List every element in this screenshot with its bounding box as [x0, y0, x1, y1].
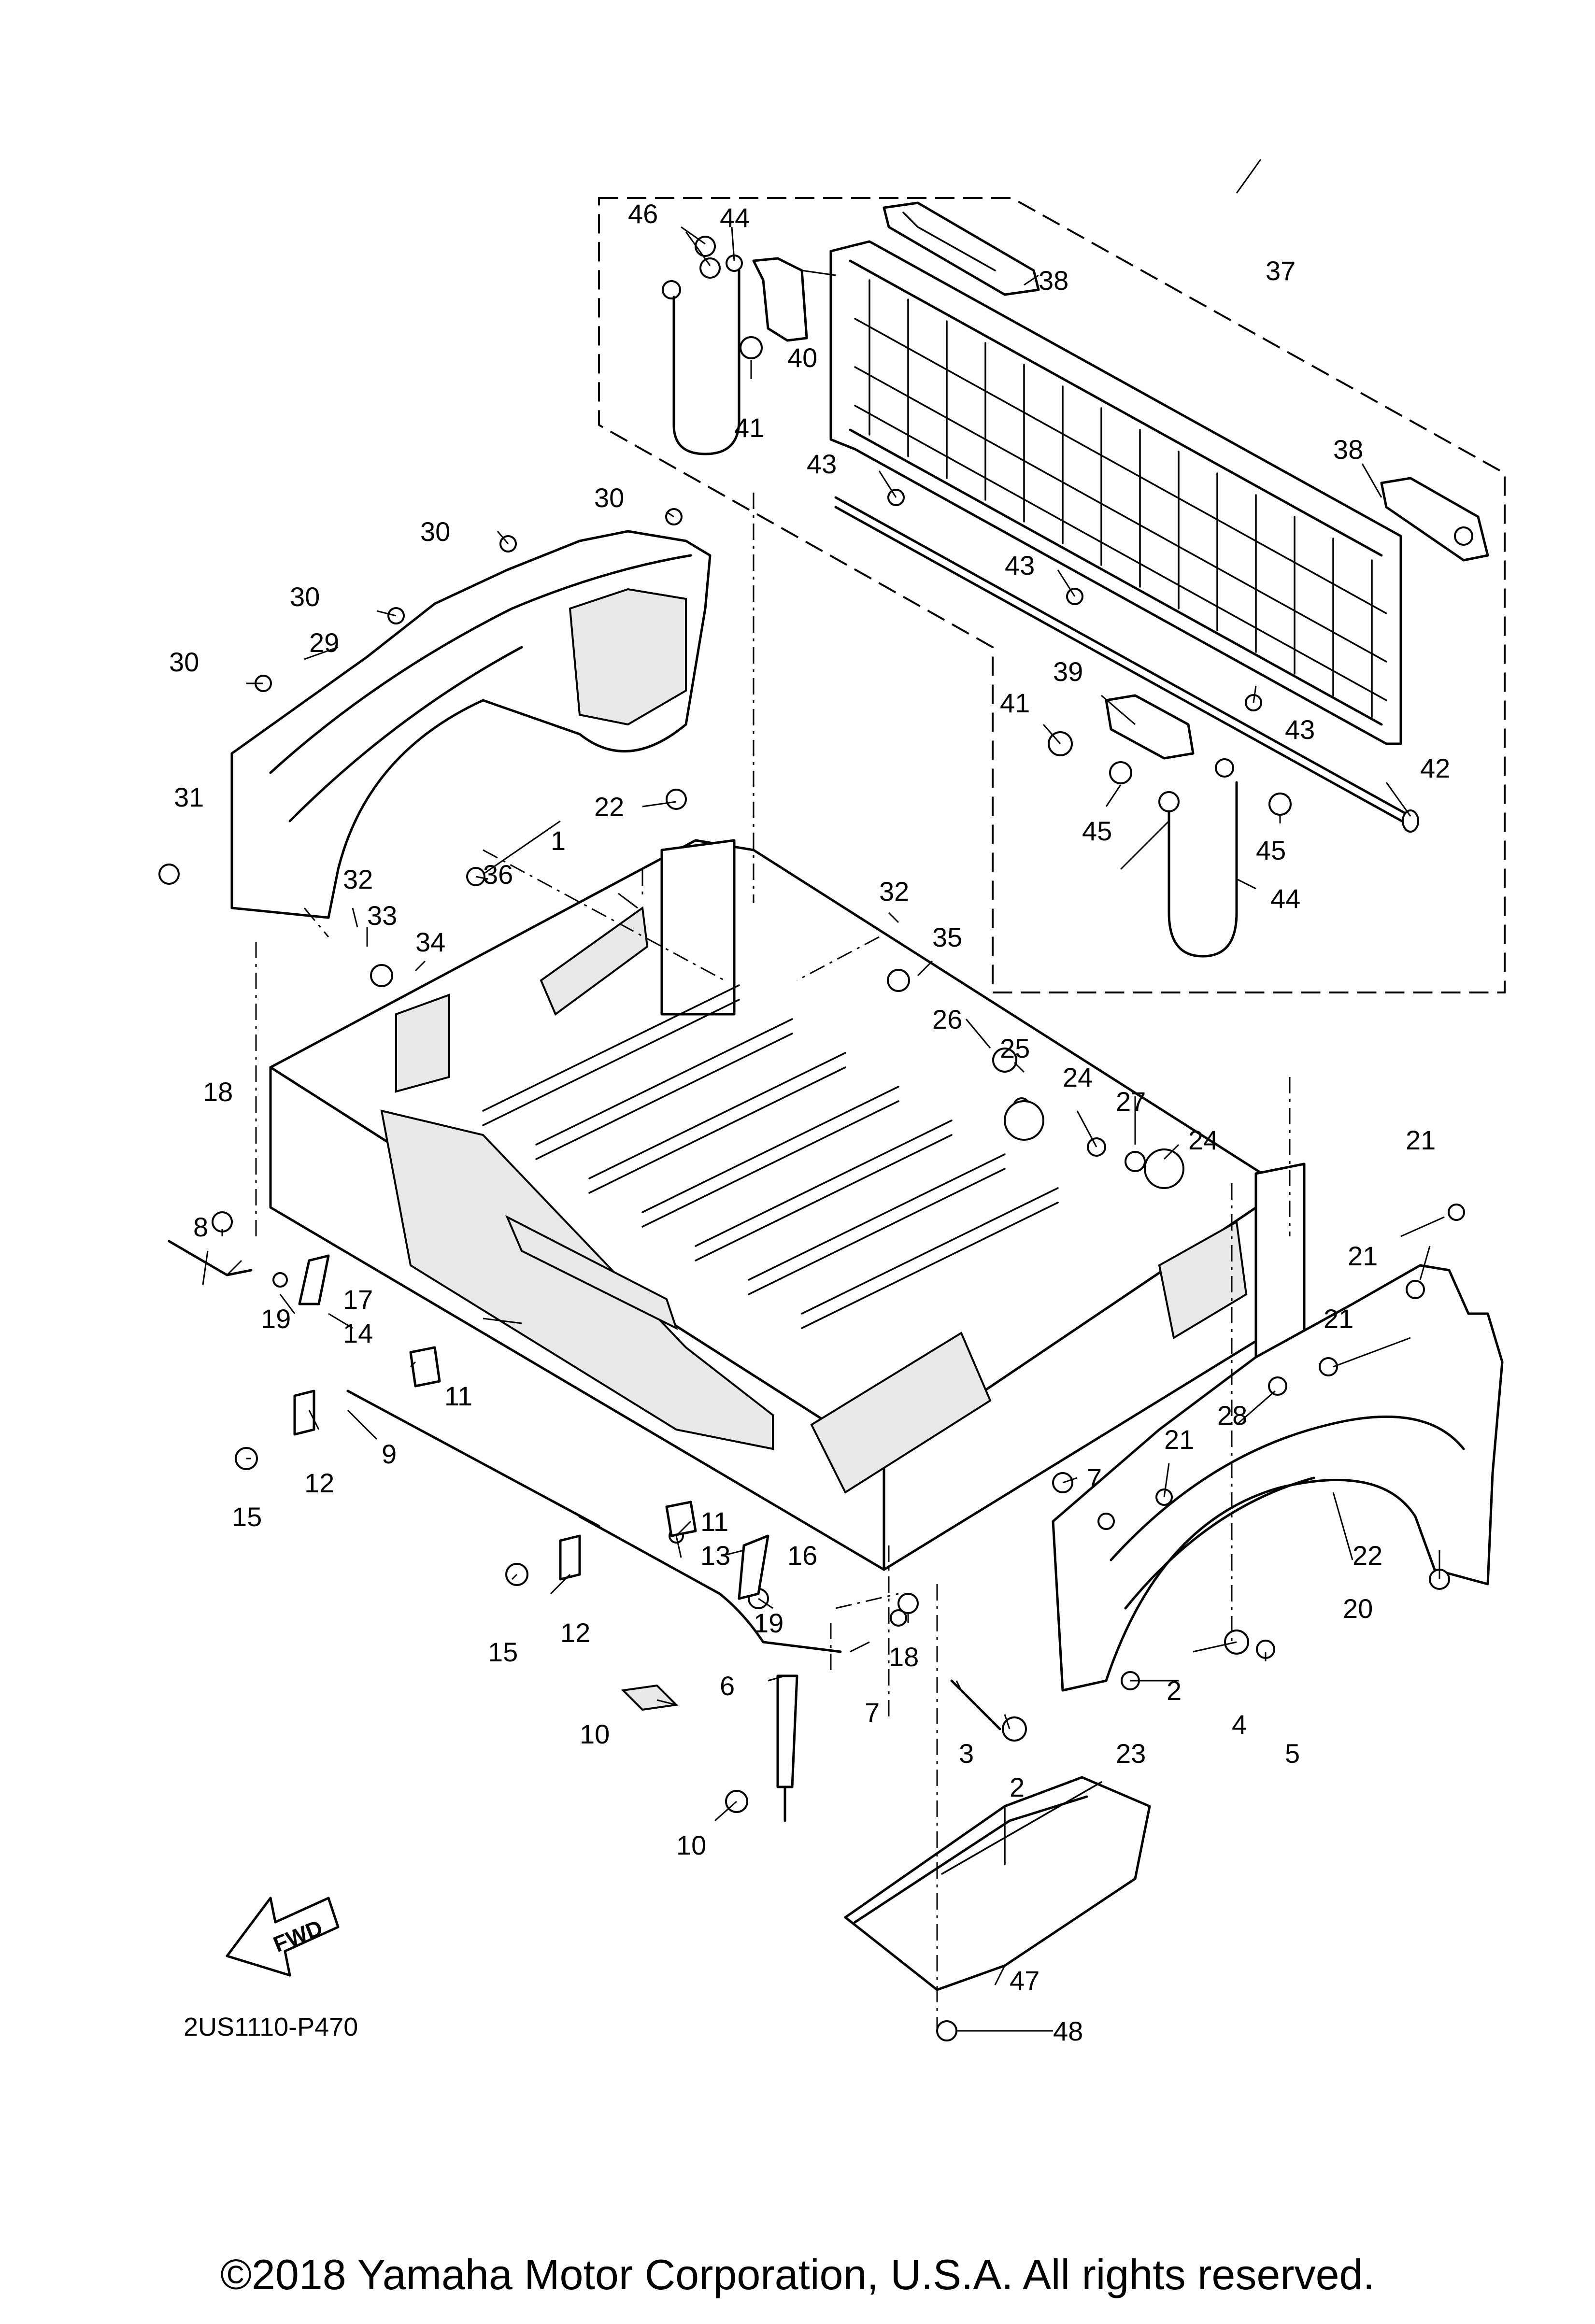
callout-14: 14 — [343, 1318, 373, 1348]
callout-46: 46 — [628, 198, 658, 229]
callout-21: 21 — [1406, 1125, 1436, 1155]
tailgate-latch-right — [1380, 477, 1489, 562]
callout-43: 43 — [807, 449, 837, 479]
callout-28: 28 — [1217, 1400, 1247, 1431]
callout-47: 47 — [1010, 1965, 1040, 1996]
callout-25: 25 — [1000, 1033, 1030, 1063]
callout-30: 30 — [594, 482, 624, 513]
callout-35: 35 — [932, 922, 962, 952]
tailgate-cable-left — [662, 255, 743, 455]
callout-18: 18 — [203, 1077, 233, 1107]
callout-21: 21 — [1324, 1304, 1353, 1334]
callout-30: 30 — [169, 647, 199, 677]
callout-44: 44 — [720, 202, 750, 233]
callout-2: 2 — [1167, 1675, 1182, 1706]
callout-30: 30 — [420, 516, 450, 547]
diagram-code: 2US1110-P470 — [184, 2012, 358, 2041]
callout-23: 23 — [1116, 1738, 1146, 1769]
callout-15: 15 — [488, 1637, 518, 1667]
copyright-notice: ©2018 Yamaha Motor Corporation, U.S.A. A… — [220, 2251, 1375, 2298]
callout-1: 1 — [551, 825, 566, 856]
callout-22: 22 — [1353, 1540, 1382, 1571]
tailgate-bracket-right — [1105, 694, 1195, 760]
callout-30: 30 — [290, 581, 320, 612]
callout-45: 45 — [1256, 835, 1286, 865]
tailgate-bracket-left — [752, 257, 808, 342]
callout-10: 8 — [193, 1212, 208, 1242]
callout-9: 9 — [382, 1439, 397, 1469]
callout-18: 18 — [889, 1642, 919, 1672]
callout-7: 10 — [676, 1830, 706, 1860]
callout-26: 26 — [932, 1004, 962, 1034]
callout-19: 19 — [261, 1304, 291, 1334]
callout-13: 13 — [700, 1540, 730, 1571]
callout-6: 6 — [720, 1671, 735, 1701]
callout-39: 39 — [1053, 656, 1083, 687]
callout-37: 37 — [1266, 255, 1296, 286]
cargo-bed — [269, 839, 1306, 1571]
tailgate-group-boundary — [598, 197, 1506, 993]
fwd-arrow-icon — [226, 1897, 340, 1977]
callout-48: 48 — [1053, 2016, 1083, 2046]
callout-15: 15 — [232, 1502, 262, 1532]
callout-43: 43 — [1005, 550, 1035, 581]
callout-21: 21 — [1164, 1424, 1194, 1455]
callout-16: 16 — [787, 1540, 817, 1571]
callout-24: 24 — [1188, 1125, 1218, 1155]
callout-3: 3 — [959, 1738, 974, 1769]
right-fender — [1052, 1264, 1504, 1692]
callout-12: 12 — [304, 1468, 334, 1498]
callout-20: 20 — [1343, 1593, 1373, 1624]
callout-24: 24 — [1063, 1062, 1093, 1092]
callout-7: 7 — [1087, 1463, 1102, 1493]
callout-5: 5 — [1285, 1738, 1300, 1769]
callout-34: 34 — [415, 927, 445, 957]
callout-32: 32 — [343, 864, 373, 894]
callout-22: 22 — [594, 792, 624, 822]
callout-21: 21 — [1348, 1241, 1378, 1271]
callout-41: 41 — [734, 412, 764, 443]
callout-29: 29 — [309, 627, 339, 658]
tailgate-cable-right — [1158, 758, 1238, 958]
callout-38: 38 — [1333, 434, 1363, 465]
tailgate-assembly — [829, 240, 1419, 833]
callout-11: 11 — [444, 1381, 472, 1411]
callout-41: 41 — [1000, 688, 1030, 718]
callout-31: 31 — [174, 782, 204, 812]
callout-11: 11 — [700, 1506, 728, 1537]
skid-plate — [844, 1776, 1151, 1991]
callout-33: 33 — [367, 900, 397, 931]
tailgate-latch-left — [883, 201, 1040, 296]
callout-38: 38 — [1039, 265, 1068, 296]
callout-4: 4 — [1232, 1709, 1247, 1740]
callout-43: 43 — [1285, 714, 1315, 745]
callout-8: 10 — [580, 1719, 610, 1749]
callout-45: 45 — [1082, 816, 1112, 846]
callout-12: 12 — [560, 1617, 590, 1648]
callout-19: 19 — [754, 1608, 783, 1638]
callout-labels: 46 44 38 37 40 41 43 38 43 41 39 43 42 4… — [169, 198, 1450, 2046]
callout-2: 2 — [1010, 1772, 1025, 1802]
callout-44: 44 — [1270, 883, 1300, 914]
callout-10: 7 — [865, 1697, 880, 1728]
callout-40: 40 — [787, 342, 817, 373]
callout-17: 17 — [343, 1284, 373, 1315]
left-fender — [230, 530, 712, 919]
alignment-lines — [255, 493, 1291, 2028]
callout-27: 27 — [1116, 1086, 1146, 1117]
callout-42: 42 — [1420, 753, 1450, 783]
callout-36: 36 — [483, 859, 513, 890]
leader-lines — [202, 159, 1445, 2032]
callout-32: 32 — [879, 876, 909, 907]
